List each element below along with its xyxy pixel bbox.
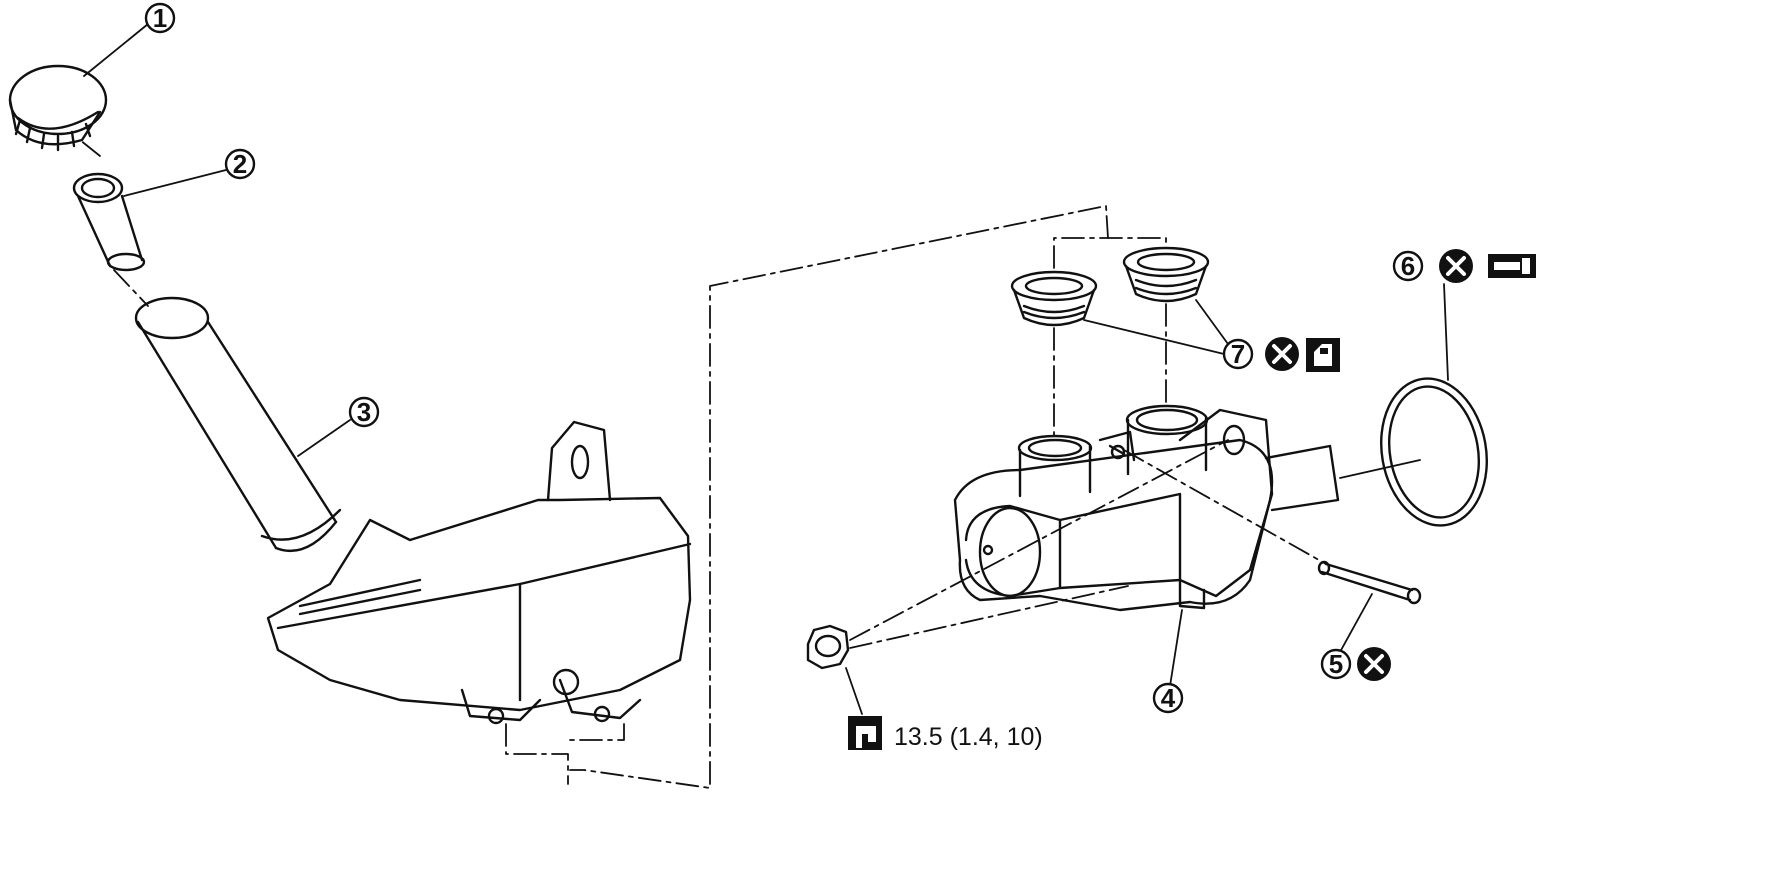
svg-text:5: 5 [1329,649,1343,679]
svg-text:2: 2 [233,149,247,179]
torque-spec: 13.5 (1.4, 10) [848,716,1043,751]
mounting-nut [806,624,850,670]
brake-grease-icon [1488,254,1536,278]
leader-lines [83,23,1449,715]
torque-wrench-icon [848,716,882,750]
do-not-reuse-icon [1265,337,1299,371]
svg-text:4: 4 [1161,683,1176,713]
callout-7: 7 [1222,338,1254,370]
reservoir-tank [134,296,692,725]
callout-2: 2 [224,148,256,180]
strainer [72,172,146,272]
callout-6: 6 [1392,250,1424,282]
grommet-right [1122,246,1210,303]
brake-fluid-icon [1306,338,1340,372]
master-cylinder-body [953,404,1340,612]
callout-1: 1 [144,2,176,34]
reservoir-cap [8,64,108,152]
do-not-reuse-icon [1357,647,1391,681]
callout-3: 3 [348,396,380,428]
svg-text:1: 1 [153,3,167,33]
svg-text:7: 7 [1231,339,1245,369]
torque-value: 13.5 (1.4, 10) [894,723,1043,751]
svg-text:6: 6 [1401,251,1415,281]
callout-5: 5 [1320,648,1352,680]
o-ring [1380,377,1488,527]
svg-text:3: 3 [357,397,371,427]
do-not-reuse-icon [1439,249,1473,283]
callout-4: 4 [1152,682,1184,714]
assembly-lines [79,139,1327,789]
grommet-left [1010,270,1098,327]
